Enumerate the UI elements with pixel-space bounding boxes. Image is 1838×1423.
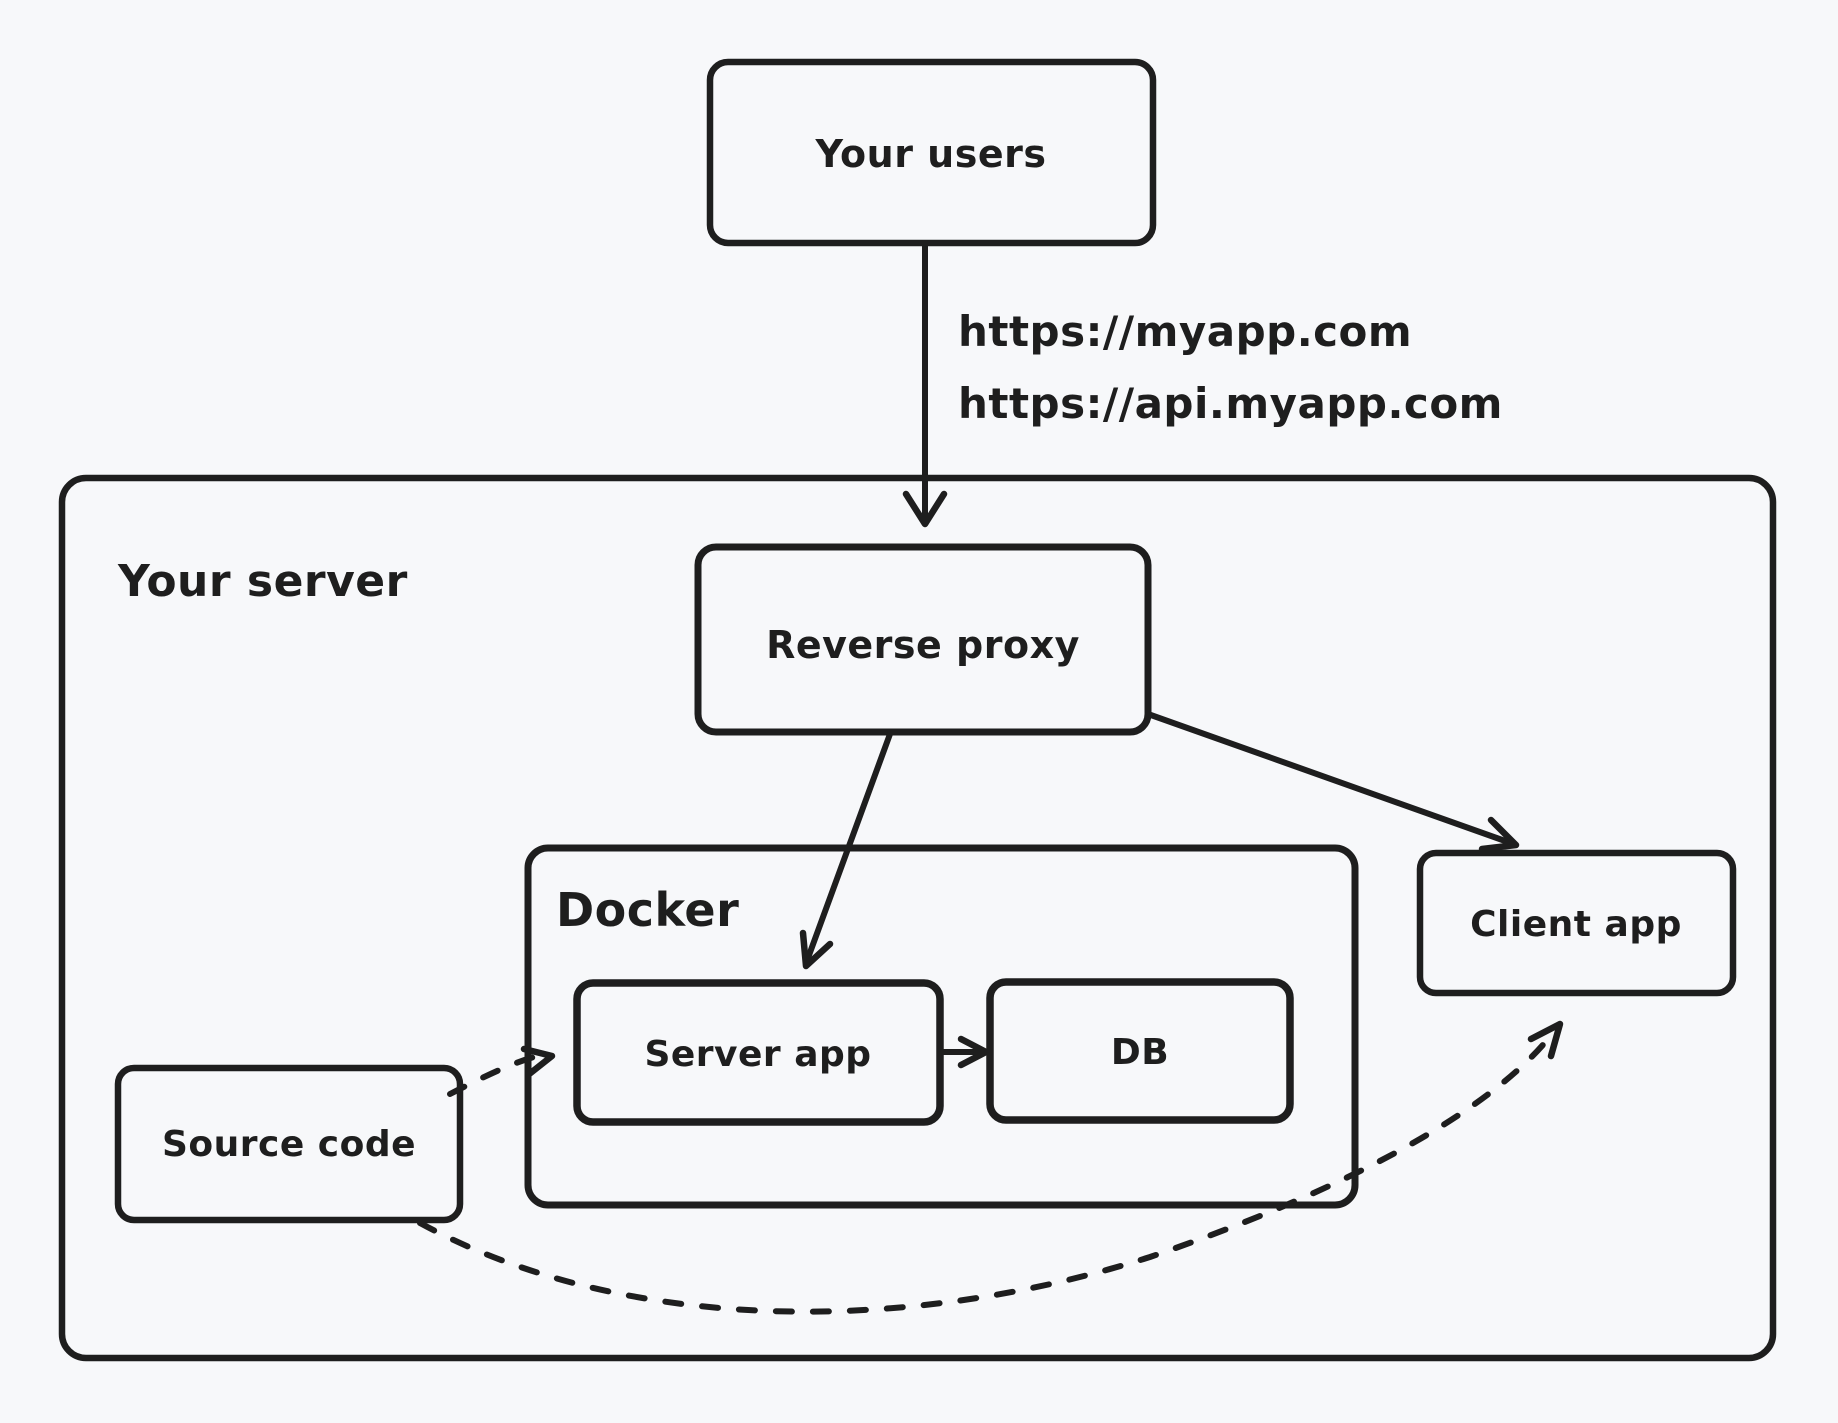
docker-box (524, 844, 1359, 1209)
db-label: DB (1111, 1032, 1169, 1073)
your-users-label: Your users (815, 132, 1047, 176)
client-app-box (1416, 849, 1737, 997)
your-server-label: Your server (117, 556, 408, 607)
docker-label: Docker (556, 883, 739, 937)
db-box (986, 978, 1294, 1124)
edge-proxy-to-server-app (805, 731, 893, 961)
edge-proxy-to-client-app (1145, 711, 1511, 845)
your-server-box (58, 474, 1777, 1362)
edge-source-to-client-app (417, 1031, 1555, 1315)
source-code-label: Source code (162, 1124, 416, 1165)
url-label-api-myapp: https://api.myapp.com (958, 379, 1503, 428)
source-code-box (114, 1064, 464, 1224)
client-app-label: Client app (1470, 904, 1682, 945)
reverse-proxy-box (694, 543, 1152, 736)
edge-source-to-client-app-arrowhead (1527, 1020, 1564, 1060)
edge-source-to-server-app (447, 1054, 537, 1097)
reverse-proxy-label: Reverse proxy (766, 623, 1080, 667)
edge-proxy-to-client-app-arrowhead (1478, 816, 1520, 853)
edge-source-to-server-app-arrowhead (520, 1045, 556, 1079)
your-users-box (706, 58, 1157, 247)
server-app-label: Server app (644, 1034, 871, 1075)
edge-server-app-to-db-arrowhead (957, 1035, 990, 1069)
url-label-myapp: https://myapp.com (958, 307, 1412, 356)
edge-users-to-proxy-arrowhead (902, 490, 948, 528)
edge-proxy-to-server-app-arrowhead (799, 929, 834, 970)
